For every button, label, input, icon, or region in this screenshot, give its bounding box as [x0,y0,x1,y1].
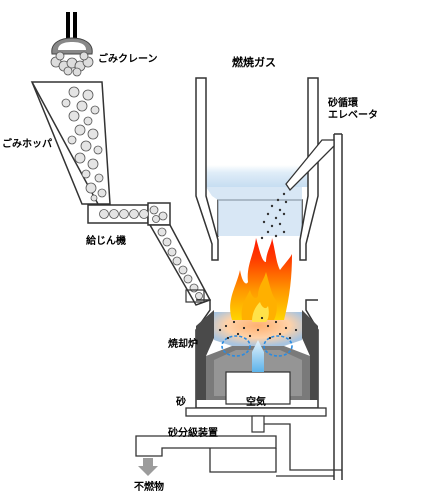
incombustibles-label: 不燃物 [134,482,164,493]
classifier-label: 砂分級装置 [168,428,218,439]
crane [50,12,94,77]
feeder-label: 給じん機 [86,236,126,247]
hopper [30,81,111,205]
sand-elevator [260,133,343,480]
furnace-body [195,299,319,409]
air-label: 空気 [246,397,266,408]
furnace-label: 焼却炉 [168,339,198,350]
incombustible-outlet-arrow [138,458,158,476]
flame [230,238,292,322]
sand-elevator-label: 砂循環 エレベータ [328,98,378,122]
flue-gas-label: 燃焼ガス [232,56,276,69]
sand-circulation [218,316,298,357]
sand-particles-falling [260,192,288,240]
sand-label: 砂 [176,397,186,408]
chute-waste-items [157,227,203,300]
crane-label: ごみクレーン [98,54,158,65]
sand-classifier [135,407,342,477]
hopper-waste-items [61,86,107,202]
feeder [87,202,212,306]
sand-elevator-label-line1: 砂循環 [328,98,358,109]
hopper-label: ごみホッパ [2,139,52,150]
sand-elevator-label-line2: エレベータ [328,110,378,121]
